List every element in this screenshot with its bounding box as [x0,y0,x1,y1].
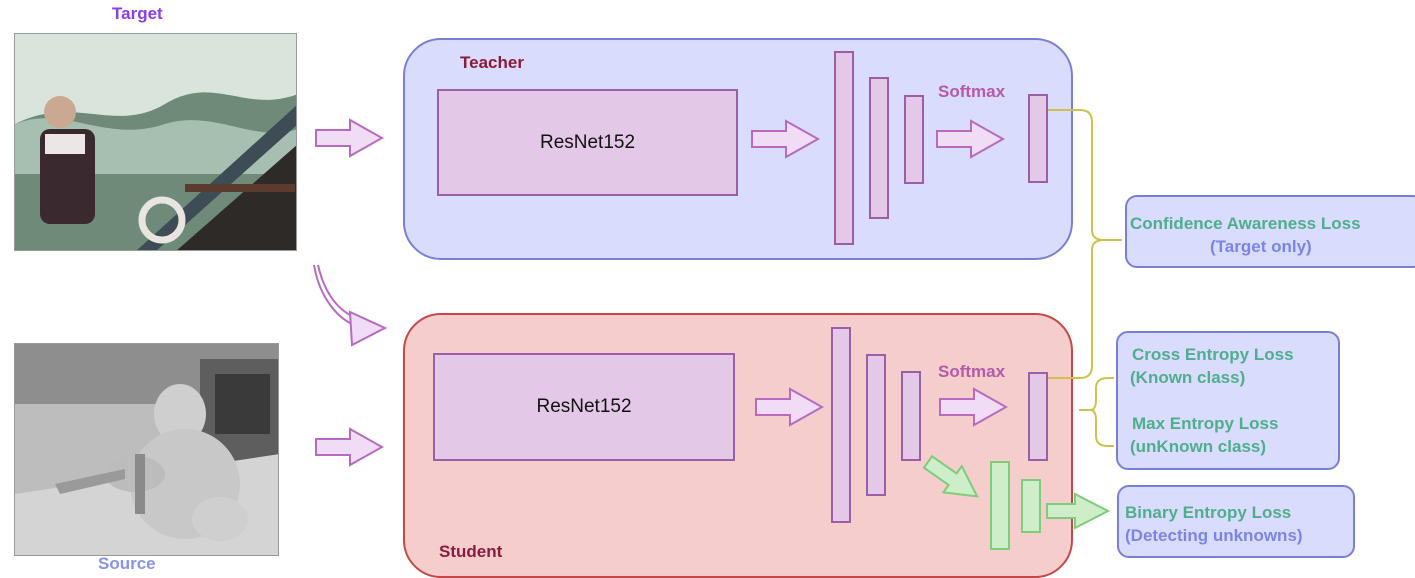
confidence-bracket [1048,109,1122,379]
target-to-teacher-arrow [315,119,383,157]
student-softmax-label: Softmax [938,362,1006,381]
binary-entropy-loss-title: Binary Entropy Loss [1125,503,1292,522]
student-binary-head-2 [1021,479,1041,533]
student-resnet-block: ResNet152 [433,353,735,461]
entropy-loss-box [1116,331,1340,470]
binary-to-loss-arrow [1046,492,1111,530]
teacher-softmax-output [1028,94,1048,183]
binary-entropy-loss-sub: (Detecting unknowns) [1125,526,1303,545]
source-label: Source [98,554,156,573]
max-entropy-loss-title: Max Entropy Loss [1132,414,1279,433]
confidence-loss-box [1125,195,1415,268]
confidence-loss-sub: (Target only) [1210,237,1312,256]
student-fc-layer-2 [866,354,886,496]
cross-entropy-loss-sub: (Known class) [1130,368,1246,387]
student-fc-layer-1 [831,327,851,523]
student-binary-head-1 [990,461,1010,550]
target-to-student-arrow [313,264,388,347]
source-image [14,343,279,556]
teacher-resnet-arrow [751,120,819,158]
teacher-fc-layer-1 [834,51,854,245]
teacher-title: Teacher [460,53,524,72]
teacher-resnet-block: ResNet152 [437,89,738,196]
student-softmax-arrow [939,388,1007,426]
source-to-student-arrow [315,428,383,466]
student-binary-arrow [922,454,979,498]
teacher-softmax-label: Softmax [938,82,1006,101]
student-resnet-arrow [755,388,823,426]
max-entropy-loss-sub: (unKnown class) [1130,437,1267,456]
confidence-loss-title: Confidence Awareness Loss [1130,214,1361,233]
entropy-bracket [1079,377,1114,447]
teacher-fc-layer-2 [869,77,889,219]
teacher-panel [403,38,1073,260]
teacher-softmax-arrow [936,120,1004,158]
student-fc-layer-3 [901,371,921,461]
cross-entropy-loss-title: Cross Entropy Loss [1132,345,1294,364]
student-title: Student [439,542,503,561]
target-label: Target [112,4,163,23]
student-softmax-output [1028,372,1048,461]
target-image [14,33,297,251]
teacher-fc-layer-3 [904,95,924,184]
binary-entropy-loss-box [1117,485,1355,558]
